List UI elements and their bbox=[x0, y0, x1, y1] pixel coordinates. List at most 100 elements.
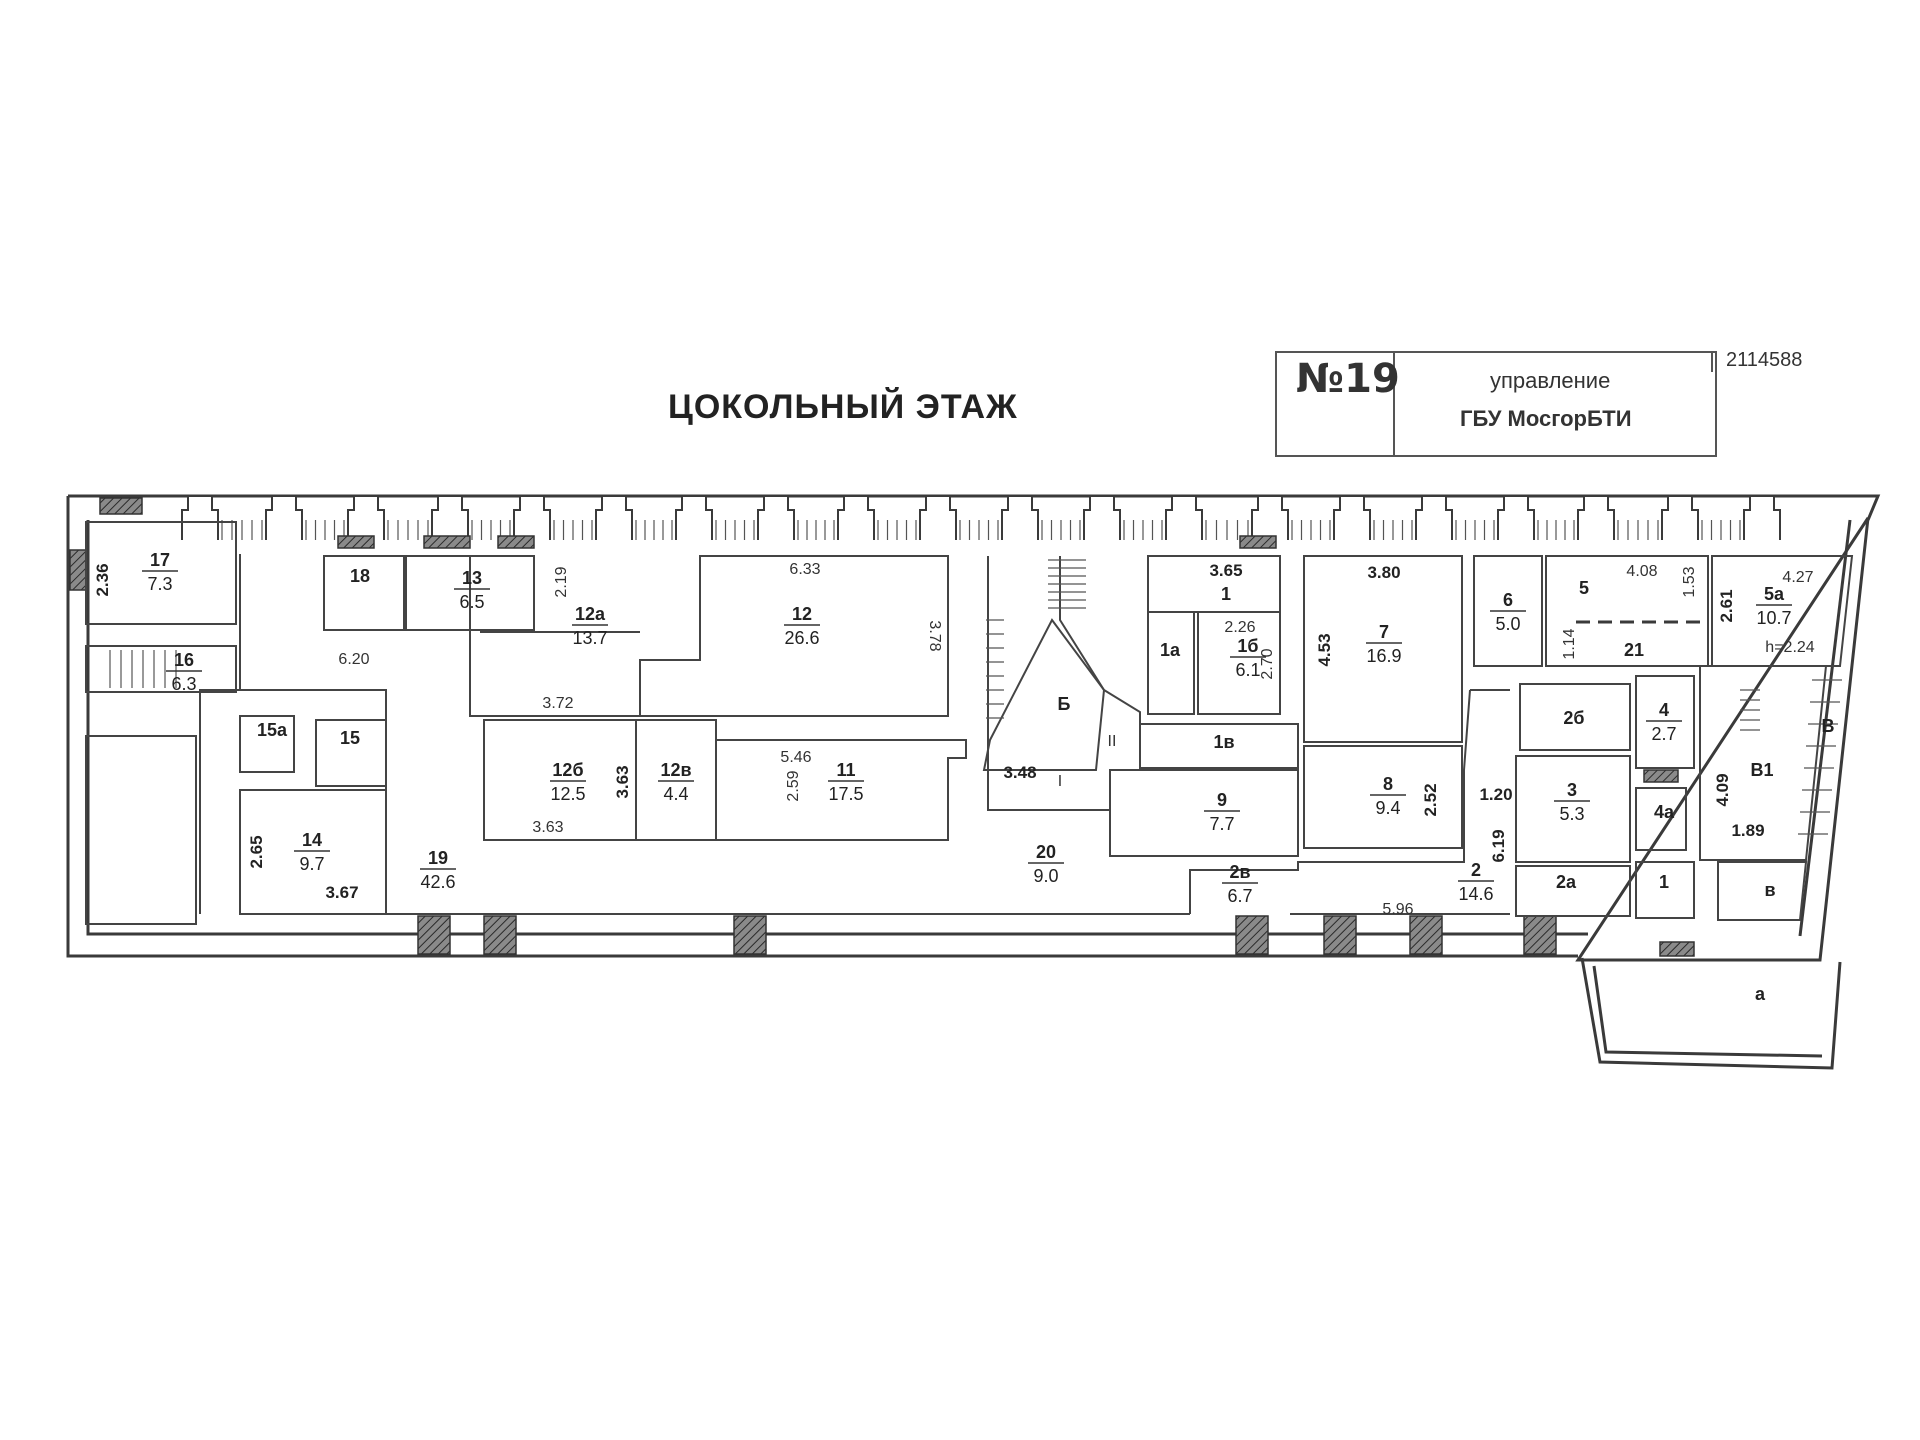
room-area: 14.6 bbox=[1458, 884, 1493, 904]
room-number: 20 bbox=[1036, 842, 1056, 862]
room-number: 9 bbox=[1217, 790, 1227, 810]
room-area: 6.3 bbox=[171, 674, 196, 694]
room-area: 4.4 bbox=[663, 784, 688, 804]
stamp-line-1: управление bbox=[1490, 368, 1610, 393]
bti-stamp: №19 управление ГБУ МосгорБТИ 2114588 bbox=[1275, 349, 1802, 457]
wall-pier bbox=[513, 495, 551, 540]
room-number: 1 bbox=[1659, 872, 1669, 892]
dim-4-53: 4.53 bbox=[1315, 633, 1334, 666]
dim-2-52: 2.52 bbox=[1421, 783, 1440, 816]
dim-4-27: 4.27 bbox=[1782, 569, 1813, 586]
dim-1-14: 1.14 bbox=[1561, 628, 1578, 659]
room-area: 9.4 bbox=[1375, 798, 1400, 818]
interior-walls bbox=[85, 521, 1854, 925]
wall-piers bbox=[181, 495, 1781, 540]
room-area: 12.5 bbox=[550, 784, 585, 804]
dim-2-26: 2.26 bbox=[1224, 619, 1255, 636]
wall-pier bbox=[347, 495, 385, 540]
room-number: 5 bbox=[1579, 578, 1589, 598]
room-number: 15 bbox=[340, 728, 360, 748]
room-area: 9.0 bbox=[1033, 866, 1058, 886]
room-number: 2а bbox=[1556, 872, 1577, 892]
wall-pier bbox=[1251, 495, 1289, 540]
room-number: 19 bbox=[428, 848, 448, 868]
dim-1-20: 1.20 bbox=[1479, 785, 1512, 804]
dim-4-09: 4.09 bbox=[1713, 773, 1732, 806]
room-area: 13.7 bbox=[572, 628, 607, 648]
room-number: 12а bbox=[575, 604, 606, 624]
stamp-line-2: ГБУ МосгорБТИ bbox=[1460, 406, 1632, 431]
dim-2-36: 2.36 bbox=[93, 563, 112, 596]
dim-3-63-a: 3.63 bbox=[532, 819, 563, 836]
room-number: В bbox=[1822, 716, 1835, 736]
dim-3-65: 3.65 bbox=[1209, 561, 1242, 580]
room-number: 3 bbox=[1567, 780, 1577, 800]
dim-6-33: 6.33 bbox=[789, 561, 820, 578]
wall-pier bbox=[595, 495, 633, 540]
room-number: Б bbox=[1058, 694, 1071, 714]
room-number: 5а bbox=[1764, 584, 1785, 604]
roman-I: I bbox=[1058, 773, 1062, 790]
wall-pier bbox=[1001, 495, 1039, 540]
wall-pier bbox=[675, 495, 713, 540]
wall-pier bbox=[919, 495, 957, 540]
building-outline bbox=[66, 494, 1881, 1070]
wall-pier bbox=[837, 495, 875, 540]
room-area: 5.3 bbox=[1559, 804, 1584, 824]
room-number: 1в bbox=[1213, 732, 1234, 752]
room-number: 1б bbox=[1237, 636, 1258, 656]
room-number: 7 bbox=[1379, 622, 1389, 642]
dim-1-53: 1.53 bbox=[1681, 566, 1698, 597]
dim-2-61: 2.61 bbox=[1717, 589, 1736, 622]
room-number: 4а bbox=[1654, 802, 1675, 822]
floor-title: ЦОКОЛЬНЫЙ ЭТАЖ bbox=[668, 387, 1018, 426]
wall-pier bbox=[1333, 495, 1371, 540]
room-area: 2.7 bbox=[1651, 724, 1676, 744]
room-area: 6.7 bbox=[1227, 886, 1252, 906]
dim-2-19: 2.19 bbox=[553, 566, 570, 597]
room-number: 16 bbox=[174, 650, 194, 670]
wall-pier bbox=[1083, 495, 1121, 540]
room-number: В1 bbox=[1750, 760, 1773, 780]
dim-5-96: 5.96 bbox=[1382, 901, 1413, 918]
wall-pier bbox=[1497, 495, 1535, 540]
wall-pier bbox=[265, 495, 303, 540]
dim-2-70: 2.70 bbox=[1259, 648, 1276, 679]
wall-pier bbox=[181, 495, 219, 540]
stairs bbox=[109, 559, 1842, 835]
room-area: 6.1 bbox=[1235, 660, 1260, 680]
room-number: 11 bbox=[836, 760, 855, 780]
room-area: 5.0 bbox=[1495, 614, 1520, 634]
room-number: 4 bbox=[1659, 700, 1669, 720]
dim-3-80: 3.80 bbox=[1367, 563, 1400, 582]
room-area: 7.3 bbox=[147, 574, 172, 594]
room-number: 14 bbox=[302, 830, 322, 850]
room-number: 1а bbox=[1160, 640, 1181, 660]
dim-3-72: 3.72 bbox=[542, 695, 573, 712]
room-number: 21 bbox=[1624, 640, 1644, 660]
room-area: 16.9 bbox=[1366, 646, 1401, 666]
roman-II: II bbox=[1108, 733, 1117, 750]
room-area: 7.7 bbox=[1209, 814, 1234, 834]
room-number: 13 bbox=[462, 568, 482, 588]
room-number: 8 bbox=[1383, 774, 1393, 794]
dim-1-89: 1.89 bbox=[1731, 821, 1764, 840]
corner-code: 2114588 bbox=[1726, 349, 1802, 371]
wall-pier bbox=[1415, 495, 1453, 540]
stamp-number: №19 bbox=[1296, 356, 1400, 402]
wall-pier bbox=[1661, 495, 1699, 540]
room-number: 18 bbox=[350, 566, 370, 586]
wall-pier bbox=[431, 495, 469, 540]
room-number: 2в bbox=[1229, 862, 1250, 882]
room-number: а bbox=[1755, 984, 1766, 1004]
room-area: 17.5 bbox=[828, 784, 863, 804]
hatched-walls bbox=[69, 497, 1695, 957]
dim-3-78: 3.78 bbox=[926, 620, 943, 651]
room-number: 12 bbox=[792, 604, 812, 624]
room-area: 26.6 bbox=[784, 628, 819, 648]
wall-pier bbox=[1165, 495, 1203, 540]
dim-3-63-b: 3.63 bbox=[613, 765, 632, 798]
wall-pier bbox=[1743, 495, 1781, 540]
